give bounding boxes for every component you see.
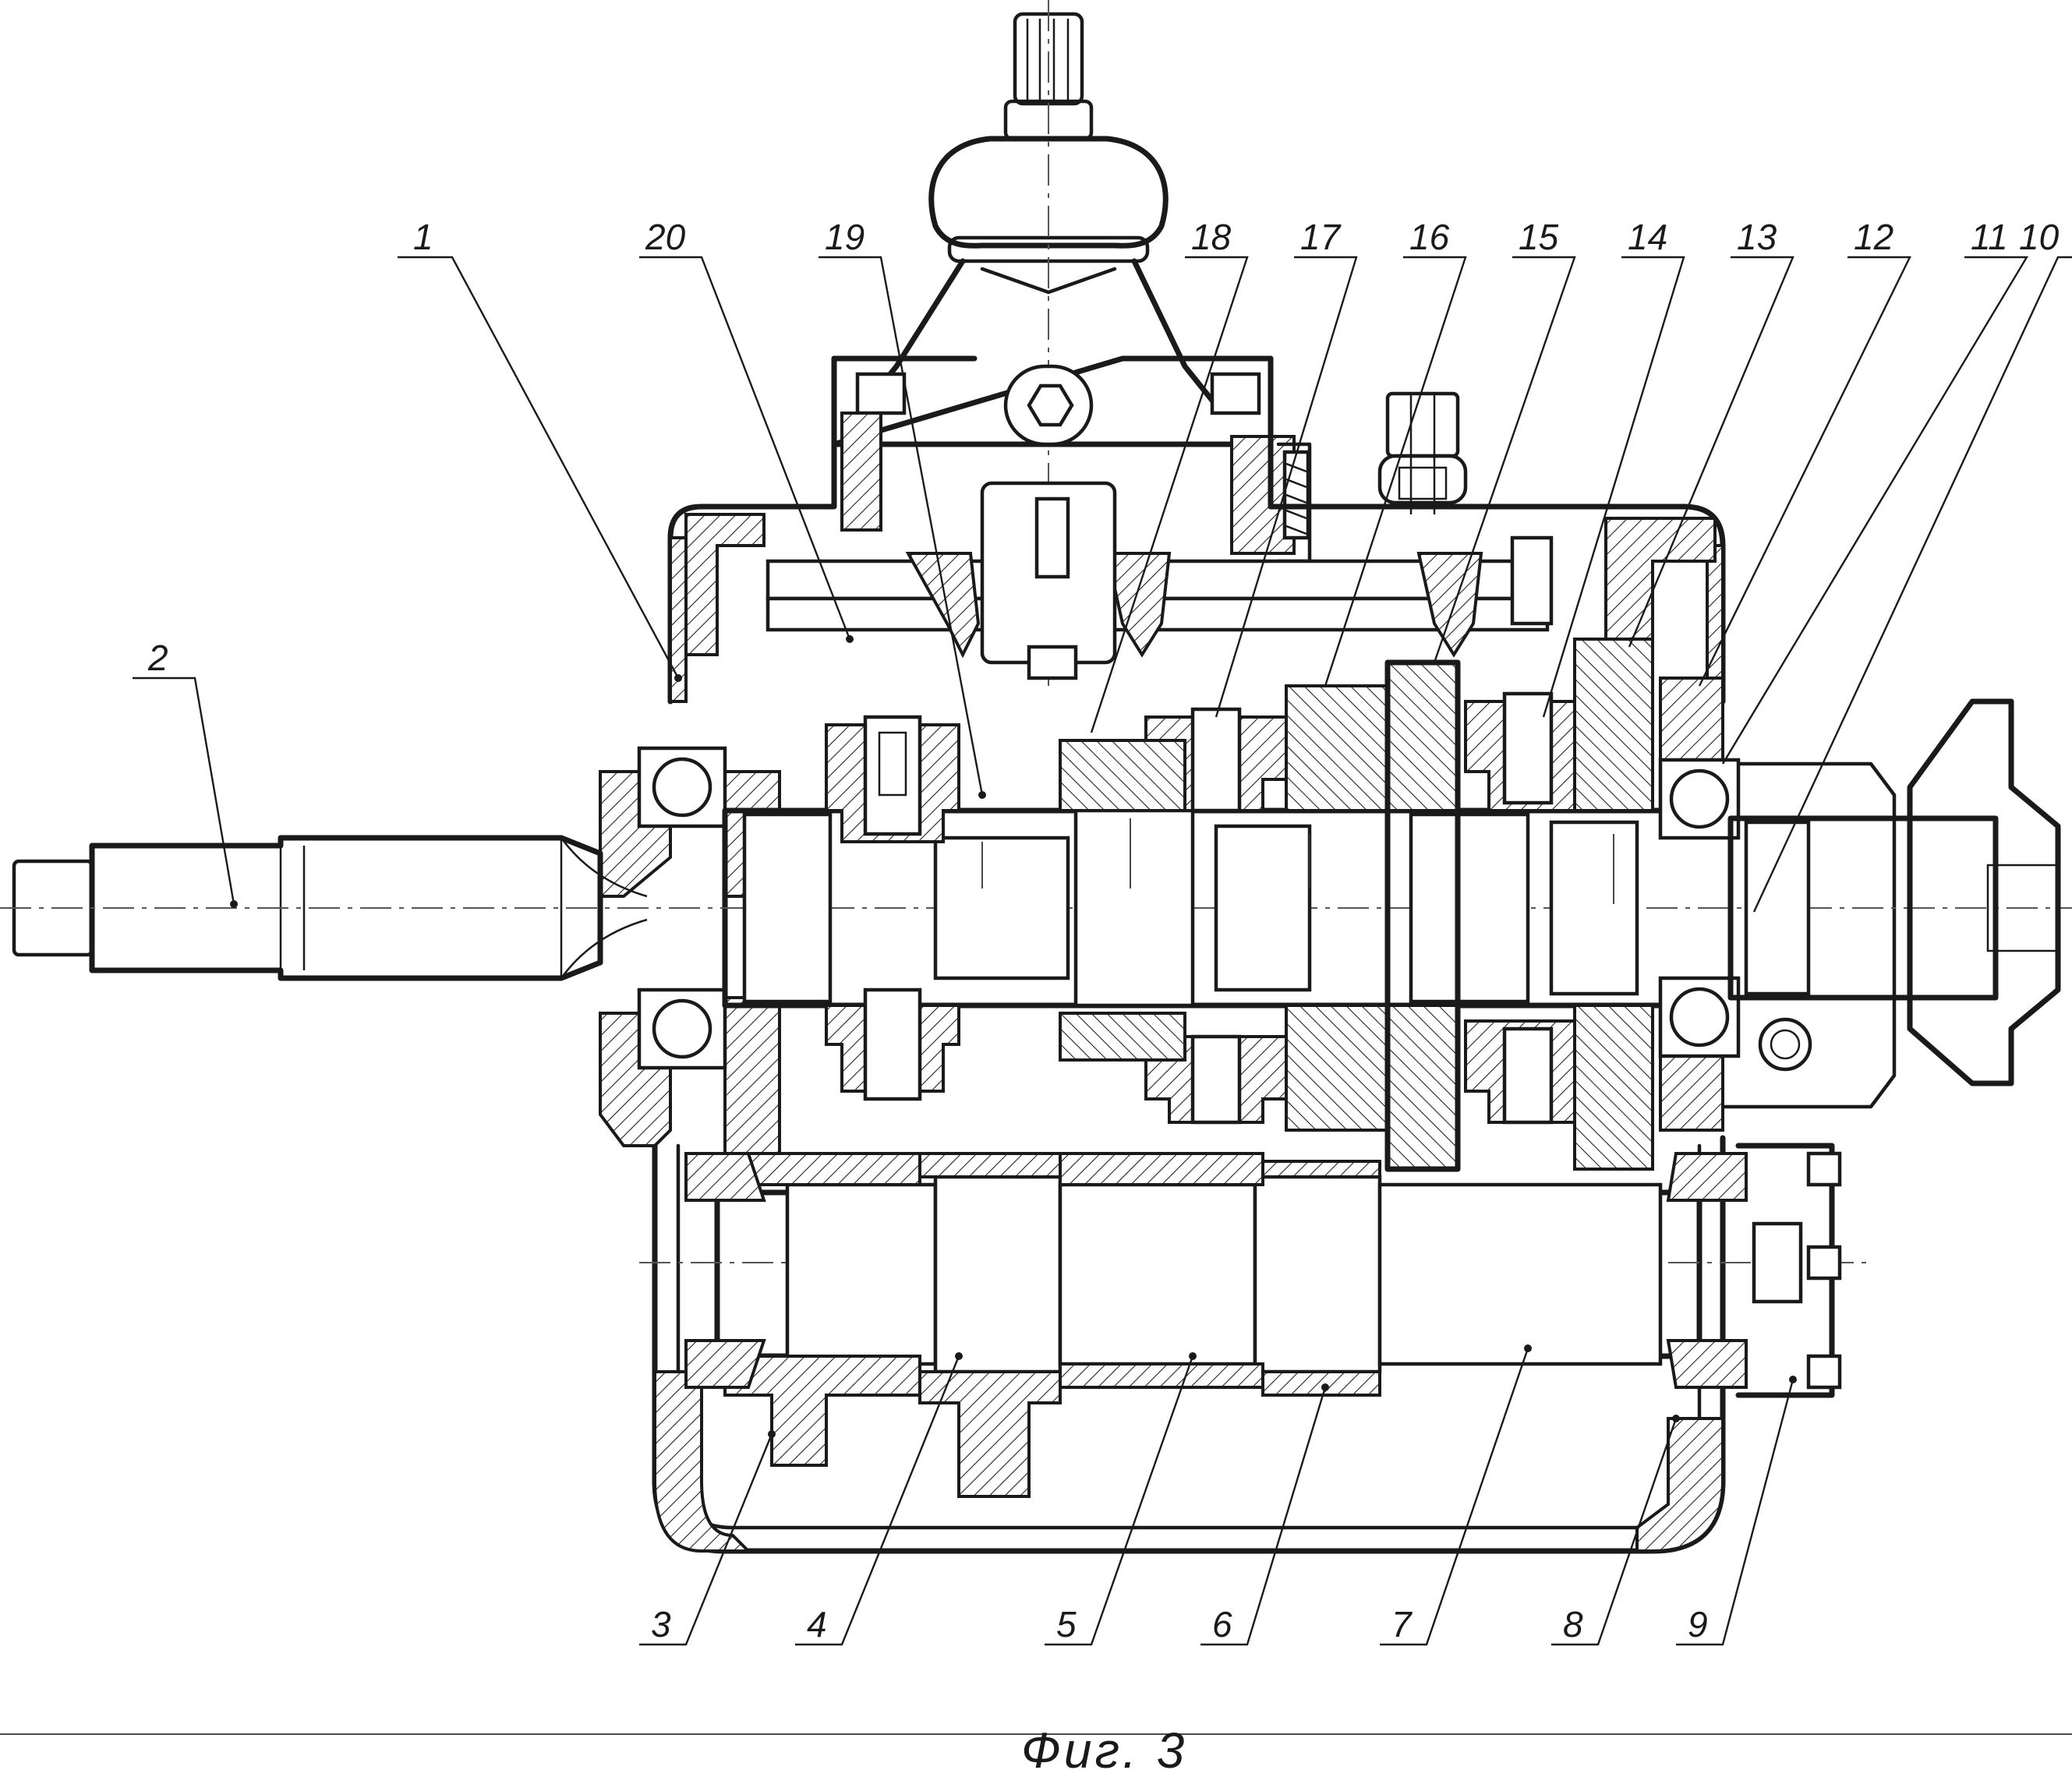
top-cover xyxy=(831,355,1468,564)
input-shaft xyxy=(12,746,727,1070)
callout-7: 7 xyxy=(1391,1604,1413,1645)
main-shaft xyxy=(0,807,2072,1009)
callout-17: 17 xyxy=(1300,217,1342,257)
synchronizer-2 xyxy=(1144,707,1288,1125)
output-shaft xyxy=(1658,698,2061,1086)
callout-14: 14 xyxy=(1628,217,1667,257)
callout-6: 6 xyxy=(1212,1604,1232,1645)
callout-15: 15 xyxy=(1519,217,1559,257)
countershaft xyxy=(639,1143,1871,1498)
callout-1: 1 xyxy=(413,217,433,257)
callout-20: 20 xyxy=(645,217,686,257)
callout-labels: 1 20 19 18 17 16 15 14 13 12 11 10 2 3 4… xyxy=(147,217,2060,1645)
main-shaft-gears xyxy=(1059,638,1654,1172)
shift-rails xyxy=(766,481,1554,680)
callout-5: 5 xyxy=(1056,1604,1077,1645)
callout-18: 18 xyxy=(1191,217,1232,257)
callout-3: 3 xyxy=(651,1604,671,1645)
callout-16: 16 xyxy=(1409,217,1450,257)
callout-leaders xyxy=(133,256,2072,1646)
synchronizer-3 xyxy=(1464,691,1600,1125)
figure-caption: Фиг. 3 xyxy=(1021,1722,1187,1770)
callout-2: 2 xyxy=(147,638,168,678)
callout-10: 10 xyxy=(2019,217,2060,257)
callout-8: 8 xyxy=(1563,1604,1583,1645)
synchronizer-1 xyxy=(825,715,960,1101)
callout-19: 19 xyxy=(825,217,865,257)
callout-4: 4 xyxy=(807,1604,827,1645)
callout-13: 13 xyxy=(1737,217,1777,257)
callout-9: 9 xyxy=(1688,1604,1708,1645)
callout-12: 12 xyxy=(1854,217,1893,257)
callout-11: 11 xyxy=(1971,217,2008,257)
